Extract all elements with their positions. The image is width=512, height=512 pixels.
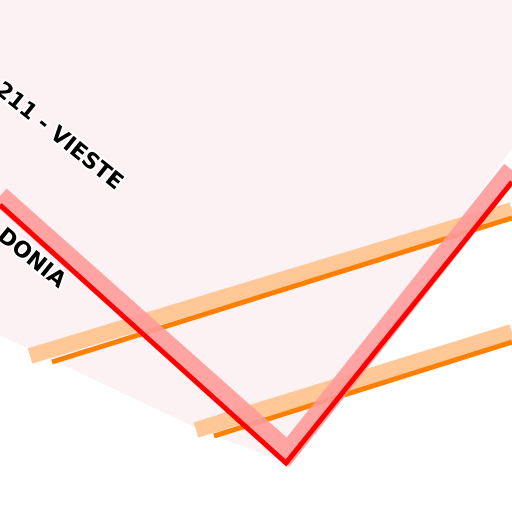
red-route-line[interactable] [0,180,512,467]
orange-route-upper[interactable] [51,215,512,365]
service-area [0,0,512,462]
red-route [0,163,512,467]
orange-route-upper-halo [27,202,512,364]
red-route-halo [0,163,512,467]
